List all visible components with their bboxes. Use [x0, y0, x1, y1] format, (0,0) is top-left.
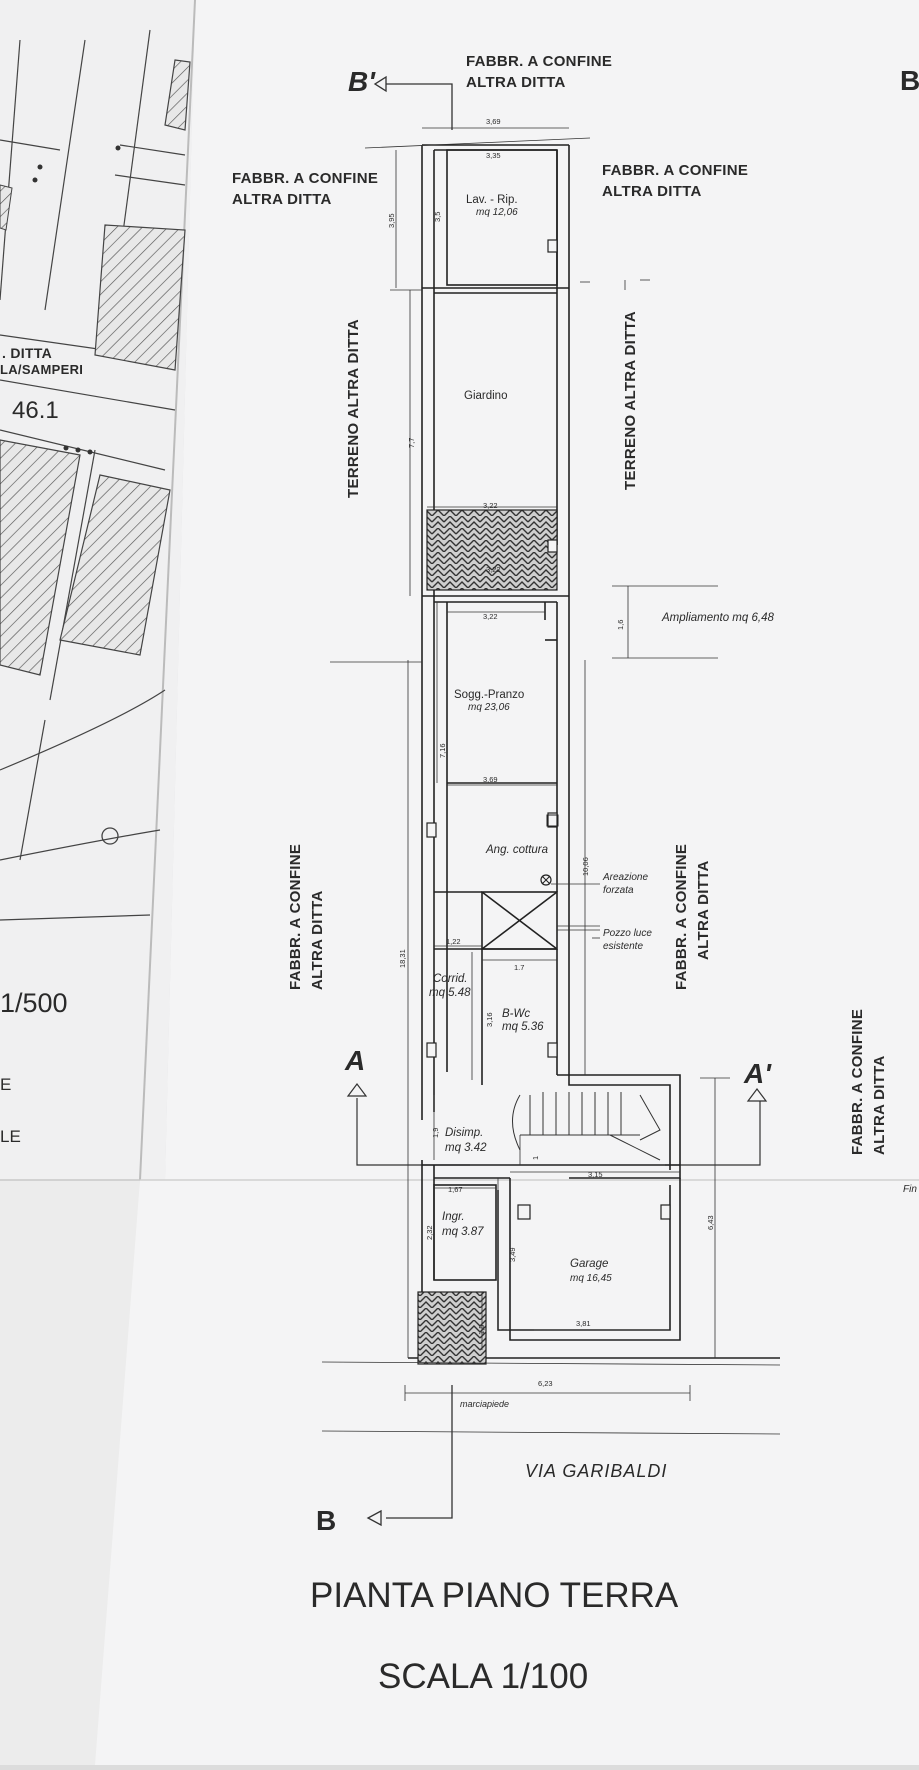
room-kitchenette-name: Ang. cottura: [485, 844, 548, 856]
room-entry-area: mq 3.87: [442, 1226, 484, 1238]
far-right-altra-ditta-label: ALTRA DITTA: [871, 1055, 888, 1155]
dim-167: 1,67: [448, 1185, 463, 1194]
dim-122: 1,22: [446, 937, 461, 946]
dim-322-c: 3,22: [483, 612, 498, 621]
dim-335: 3,35: [486, 151, 501, 160]
site-plan-fragment: [0, 29, 186, 921]
forced-air-vent-icon: [540, 874, 552, 886]
section-a-label: A: [344, 1045, 365, 1076]
left-samperi-label: LA/SAMPERI: [0, 362, 83, 377]
hatched-building-1: [94, 224, 186, 371]
lower-left-panel: [0, 1180, 140, 1765]
dim-349: 3,49: [508, 1247, 517, 1262]
drawing-scale: SCALA 1/100: [378, 1657, 588, 1696]
dim-716: 7,16: [438, 743, 447, 758]
room-bathroom-name: B-Wc: [502, 1008, 530, 1020]
dim-17: 1.7: [514, 963, 524, 972]
dim-369-top: 3,69: [486, 117, 501, 126]
room-bathroom-area: mq 5.36: [502, 1021, 544, 1033]
areazione-note-line2: forzata: [603, 885, 634, 896]
dimension-lines: [321, 127, 781, 1435]
dim-35: 3,5: [433, 212, 442, 222]
columns: [426, 239, 671, 1220]
room-garage-name: Garage: [570, 1258, 608, 1270]
garden-paving: [426, 509, 558, 591]
vent-box: [546, 814, 559, 827]
section-b-label: B: [316, 1505, 336, 1536]
main-sheet-panel: [95, 0, 919, 1765]
left-ditta-label: . DITTA: [2, 345, 52, 361]
room-garage-area: mq 16,45: [570, 1273, 612, 1284]
hatched-building-4: [59, 474, 171, 656]
dim-1: 1: [531, 1156, 540, 1160]
ampliamento-note: Ampliamento mq 6,48: [661, 612, 774, 624]
mid-left-fabbr-label: FABBR. A CONFINE: [287, 844, 304, 990]
site-marker-circle: [101, 827, 119, 845]
mid-right-altra-ditta-label: ALTRA DITTA: [695, 860, 712, 960]
left-legend-e: E: [0, 1075, 11, 1094]
dim-369-mid: 3,69: [483, 775, 498, 784]
room-corridor-name: Corrid.: [433, 973, 468, 985]
dim-322-a: 3,22: [483, 501, 498, 510]
sidewalk-label: marciapiede: [460, 1399, 509, 1409]
top-altra-ditta-label: ALTRA DITTA: [466, 74, 566, 91]
left-scale-label: 1/500: [0, 988, 68, 1018]
dim-77: 7,7: [407, 438, 416, 448]
dim-315: 3,15: [588, 1170, 603, 1179]
hatched-building-2: [164, 59, 191, 131]
left-parcel-number: 46.1: [12, 397, 59, 424]
left-legend-le: LE: [0, 1127, 21, 1146]
room-hall-name: Disimp.: [445, 1127, 483, 1139]
hatched-building-3: [0, 439, 81, 676]
section-b-edge-label: B: [900, 65, 919, 96]
dim-623: 6,23: [538, 1379, 553, 1388]
room-laundry-area: mq 12,06: [476, 207, 518, 218]
pozzo-note-line1: Pozzo luce: [603, 928, 652, 939]
staircase: [512, 1092, 661, 1161]
dim-395: 3,95: [387, 213, 396, 228]
room-laundry-name: Lav. - Rip.: [466, 194, 518, 206]
entrance-paving: [417, 1291, 487, 1365]
terreno-right-label: TERRENO ALTRA DITTA: [622, 311, 639, 490]
room-garden-name: Giardino: [464, 390, 507, 402]
room-living-name: Sogg.-Pranzo: [454, 689, 524, 701]
drawing-title: PIANTA PIANO TERRA: [310, 1576, 679, 1615]
fin-edge-label: Fin: [903, 1184, 917, 1195]
top-fabbr-label: FABBR. A CONFINE: [466, 53, 612, 70]
dim-1006: 10,06: [581, 857, 590, 876]
dim-316: 3,16: [485, 1012, 494, 1027]
dim-1831: 18,31: [398, 949, 407, 968]
dim-19: 1,9: [431, 1128, 440, 1138]
room-corridor-area: mq 5.48: [429, 987, 471, 999]
dim-15: 1,5: [477, 1325, 486, 1335]
pozzo-note-line2: esistente: [603, 941, 643, 952]
dim-322-b: 3,22: [486, 565, 501, 574]
dim-643: 6,43: [706, 1215, 715, 1230]
dim-381: 3,81: [576, 1319, 591, 1328]
mid-right-fabbr-label: FABBR. A CONFINE: [673, 844, 690, 990]
terreno-left-label: TERRENO ALTRA DITTA: [345, 319, 362, 498]
section-line-b: [366, 75, 453, 1527]
section-b-prime-label: B': [348, 66, 376, 97]
street-name: VIA GARIBALDI: [525, 1461, 667, 1481]
dim-16: 1,6: [616, 620, 625, 630]
upper-right-altra-ditta-label: ALTRA DITTA: [602, 183, 702, 200]
room-living-area: mq 23,06: [468, 702, 510, 713]
mid-left-altra-ditta-label: ALTRA DITTA: [309, 890, 326, 990]
room-entry-name: Ingr.: [442, 1211, 465, 1223]
upper-left-altra-ditta-label: ALTRA DITTA: [232, 191, 332, 208]
building-outline: [408, 144, 780, 1359]
room-hall-area: mq 3.42: [445, 1142, 487, 1154]
far-right-fabbr-label: FABBR. A CONFINE: [849, 1009, 866, 1155]
section-a-prime-label: A': [743, 1058, 772, 1089]
areazione-note-line1: Areazione: [602, 872, 648, 883]
dim-232: 2,32: [425, 1225, 434, 1240]
hatched-building-5: [0, 184, 13, 231]
upper-right-fabbr-label: FABBR. A CONFINE: [602, 162, 748, 179]
upper-left-fabbr-label: FABBR. A CONFINE: [232, 170, 378, 187]
